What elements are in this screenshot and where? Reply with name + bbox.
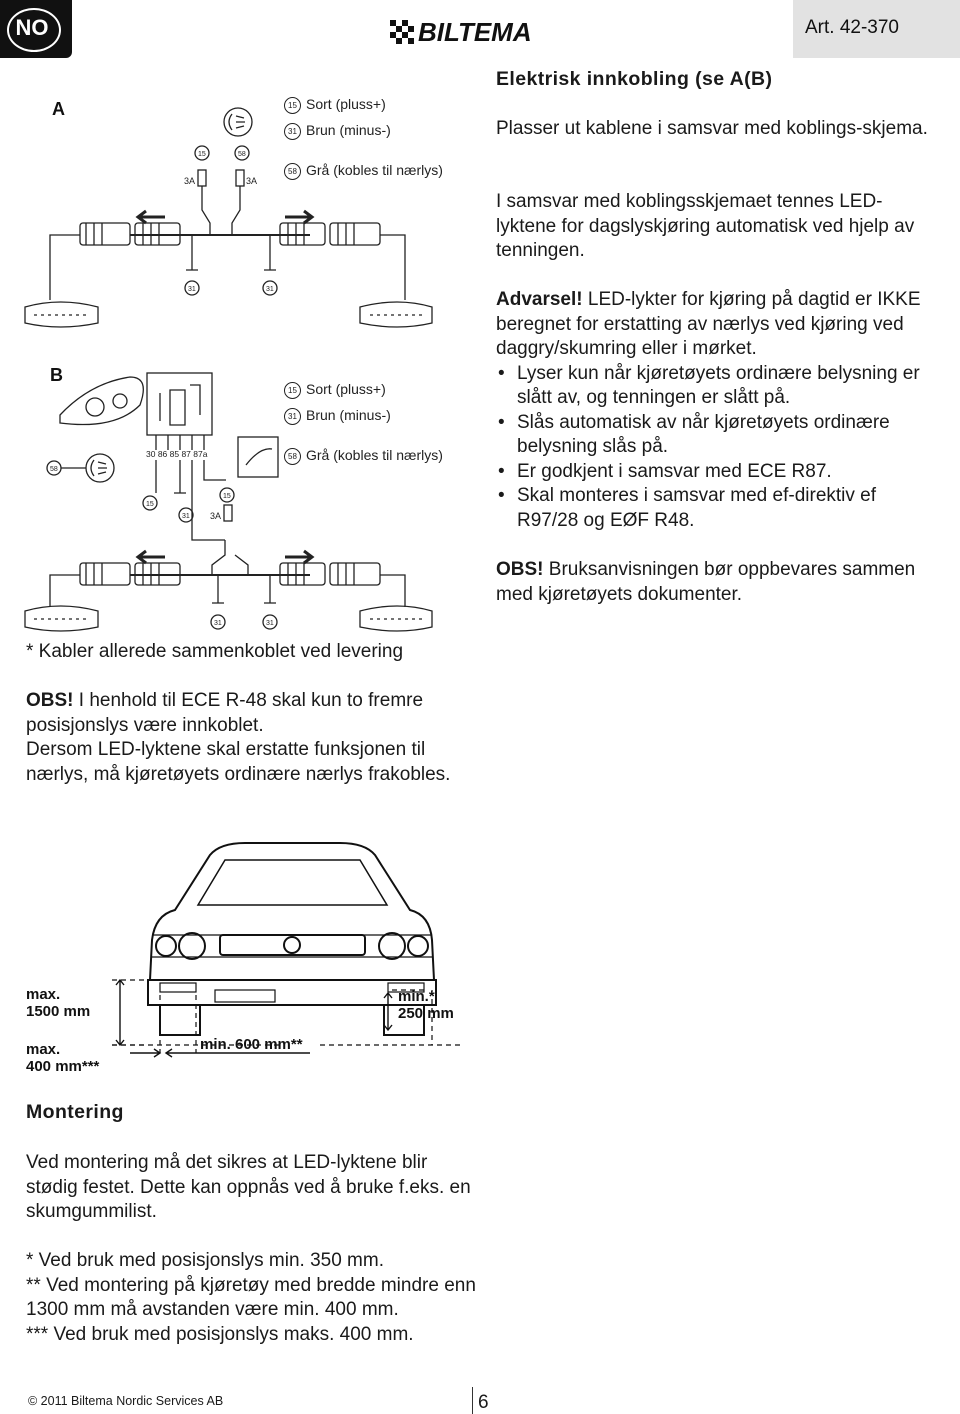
min-250-label: min.*250 mm (398, 988, 454, 1022)
obs-note-left: OBS! I henhold til ECE R-48 skal kun to … (26, 689, 476, 787)
checkered-flag-icon: BILTEMA (390, 17, 532, 47)
brand-logo: BILTEMA (390, 17, 572, 49)
label-a: A (52, 99, 65, 119)
warning-text: LED-lykter for kjøring på dagtid er IKKE… (496, 289, 921, 359)
code-label: 15 (146, 501, 154, 508)
montering-p1: Ved montering må det sikres at LED-lykte… (26, 1152, 471, 1222)
note-item: *** Ved bruk med posisjonslys maks. 400 … (26, 1323, 414, 1345)
relay-terminals: 30 86 85 87 87a (146, 449, 208, 459)
wiring-diagram-svg: A (24, 99, 433, 632)
fuse-label: 3A (184, 176, 195, 186)
article-box: Art. 42-370 (793, 0, 960, 58)
warning-lead: Advarsel! (496, 289, 583, 310)
copyright: © 2011 Biltema Nordic Services AB (28, 1394, 224, 1408)
warning-paragraph: Advarsel! LED-lykter for kjøring på dagt… (496, 288, 941, 533)
code-label: 15 (198, 151, 206, 158)
wiring-diagram: A (20, 85, 480, 665)
list-item: Slås automatisk av når kjøretøyets ordin… (496, 411, 941, 460)
list-item: Lyser kun når kjøretøyets ordinære belys… (496, 362, 941, 411)
heading-electrical: Elektrisk innkobling (se A(B) (496, 68, 773, 90)
fuse-label: 3A (210, 511, 221, 521)
min-600-label: min. 600 mm** (200, 1036, 303, 1053)
obs-note-right: OBS! Bruksanvisningen bør oppbevares sam… (496, 558, 941, 607)
heading-montering: Montering (26, 1101, 124, 1123)
obs-lead: OBS! (26, 690, 74, 711)
list-item: Skal monteres i samsvar med ef-direktiv … (496, 484, 941, 533)
max-1500-label: max.1500 mm (26, 986, 91, 1020)
right-p2: I samsvar med koblingsskjemaet tennes LE… (496, 191, 915, 261)
fuse-label: 3A (246, 176, 257, 186)
montering-notes: * Ved bruk med posisjonslys min. 350 mm.… (26, 1249, 476, 1347)
code-label: 31 (266, 620, 274, 627)
obs-text-2: Dersom LED-lyktene skal erstatte funksjo… (26, 739, 451, 785)
label-b: B (50, 365, 63, 385)
language-code: NO (15, 15, 49, 40)
code-label: 31 (182, 513, 190, 520)
max-400-label: max.400 mm*** (26, 1041, 100, 1075)
obs-lead: OBS! (496, 559, 544, 580)
car-mounting-diagram (20, 835, 480, 1080)
code-label: 31 (214, 620, 222, 627)
obs-text: I henhold til ECE R-48 skal kun to fremr… (26, 690, 424, 736)
car-front-drawing (112, 842, 460, 1058)
language-badge: NO (0, 0, 72, 58)
code-label: 58 (50, 466, 58, 473)
article-number: Art. 42-370 (805, 17, 899, 38)
note-item: ** Ved montering på kjøretøy med bredde … (26, 1274, 476, 1321)
code-label: 31 (188, 286, 196, 293)
warning-list: Lyser kun når kjøretøyets ordinære belys… (496, 362, 941, 534)
right-p1: Plasser ut kablene i samsvar med kobling… (496, 118, 928, 139)
obs-text: Bruksanvisningen bør oppbevares sammen m… (496, 559, 916, 605)
note-item: * Ved bruk med posisjonslys min. 350 mm. (26, 1250, 384, 1271)
list-item: Er godkjent i samsvar med ECE R87. (496, 460, 941, 485)
footer-divider (472, 1387, 473, 1414)
code-label: 15 (223, 493, 231, 500)
diagram-footnote: * Kabler allerede sammenkoblet ved lever… (26, 641, 404, 662)
brand-name: BILTEMA (418, 18, 532, 44)
page-number: 6 (478, 1392, 489, 1413)
code-label: 31 (266, 286, 274, 293)
code-label: 58 (238, 151, 246, 158)
